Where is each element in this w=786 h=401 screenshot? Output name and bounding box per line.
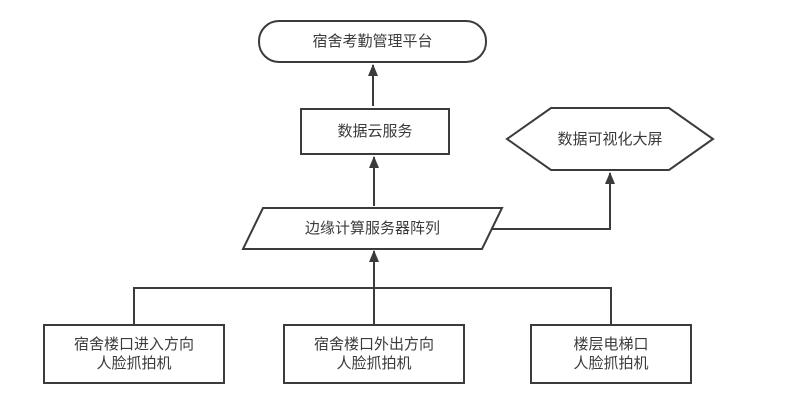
edge-servers-shape	[241, 207, 504, 250]
node-camera-exit-line1: 宿舍楼口外出方向	[313, 336, 434, 353]
node-edge-servers: 边缘计算服务器阵列	[243, 208, 502, 249]
node-camera-elevator-line2: 人脸抓拍机	[573, 355, 649, 372]
node-platform-label: 宿舍考勤管理平台	[312, 33, 433, 50]
arrow-edge-servers-to-screen	[492, 172, 615, 230]
node-visualization-screen: 数据可视化大屏	[507, 108, 713, 170]
node-camera-elevator-line1: 楼层电梯口	[573, 336, 649, 353]
camera-bus-line	[133, 287, 612, 324]
node-cloud-service-label: 数据云服务	[337, 123, 413, 140]
node-camera-exit-line2: 人脸抓拍机	[336, 355, 412, 372]
visualization-screen-shape	[505, 107, 715, 171]
node-visualization-screen-label: 数据可视化大屏	[557, 130, 663, 148]
node-camera-entry-line2: 人脸抓拍机	[96, 355, 172, 372]
node-camera-entry-line1: 宿舍楼口进入方向	[73, 336, 194, 353]
node-camera-elevator: 楼层电梯口 人脸抓拍机	[530, 324, 692, 384]
node-edge-servers-label: 边缘计算服务器阵列	[304, 220, 440, 237]
node-cloud-service: 数据云服务	[300, 108, 450, 155]
node-platform: 宿舍考勤管理平台	[258, 20, 487, 63]
node-camera-exit: 宿舍楼口外出方向 人脸抓拍机	[283, 324, 465, 384]
node-camera-entry: 宿舍楼口进入方向 人脸抓拍机	[43, 324, 225, 384]
